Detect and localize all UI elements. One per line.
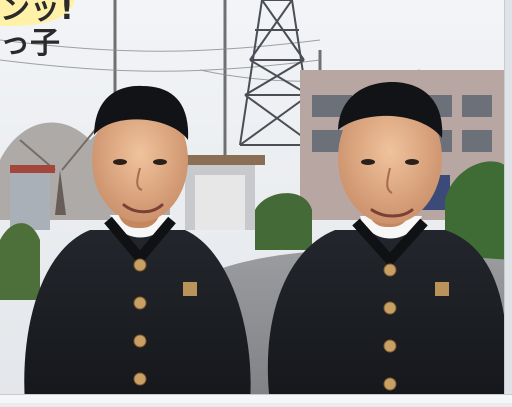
page-edge-bottom [0,394,512,403]
badge-left [183,282,197,296]
buttons-right [383,263,397,391]
headline-burst [0,0,75,26]
student-right [267,82,508,403]
hedges [0,161,512,300]
headline-line-2: っ子 [0,26,60,61]
headline-line-1: ンッ! [0,0,74,27]
student-left [24,85,251,403]
page-edge-right [504,0,512,403]
badge-right [435,282,449,296]
buttons-left [133,258,147,386]
